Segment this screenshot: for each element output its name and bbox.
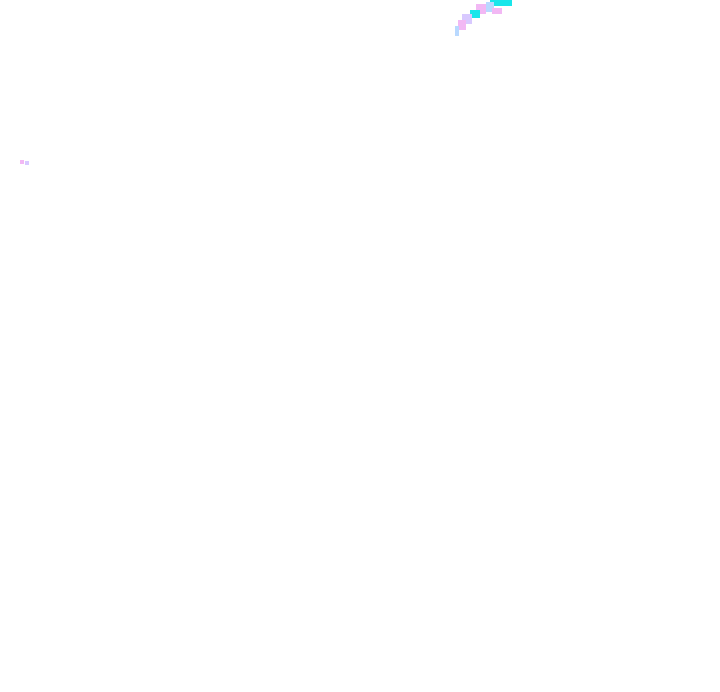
glitch-pixel bbox=[20, 160, 24, 164]
glitch-pixel bbox=[462, 14, 472, 24]
glitch-pixel bbox=[492, 8, 502, 14]
glitch-pixel bbox=[476, 4, 486, 14]
glitch-pixel bbox=[490, 0, 512, 6]
left-glitch-dot bbox=[20, 160, 29, 165]
glitch-pixel bbox=[458, 20, 466, 30]
top-right-glitch-streak bbox=[455, 0, 512, 36]
glitch-pixel bbox=[470, 10, 480, 18]
glitch-pixel bbox=[486, 2, 494, 12]
glitch-pixel bbox=[455, 26, 459, 36]
glitch-pixel bbox=[25, 161, 29, 165]
